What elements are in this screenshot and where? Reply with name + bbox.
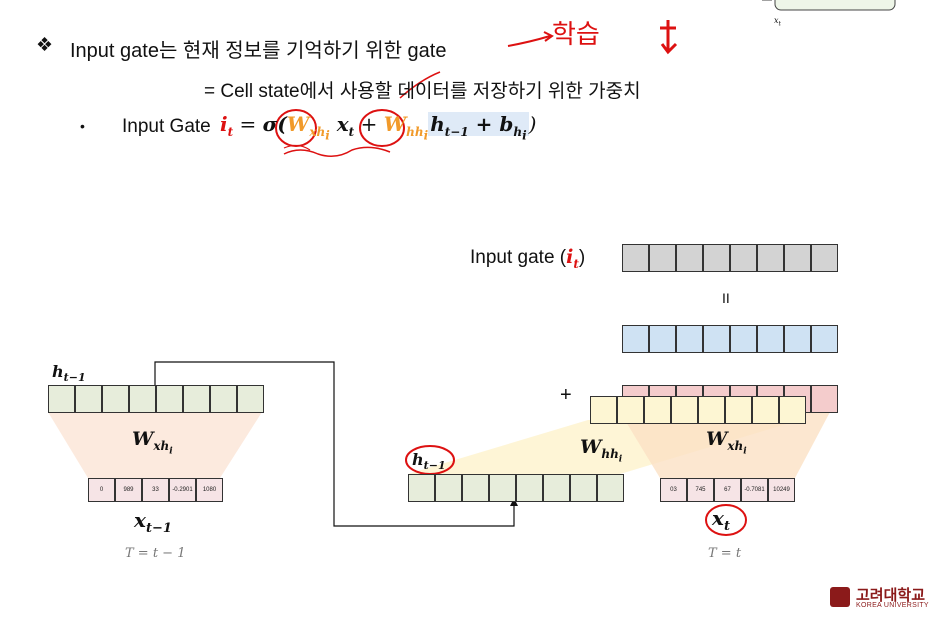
university-sub: KOREA UNIVERSITY [856,602,929,609]
vector-cell [75,385,102,413]
dot-bullet: • [80,118,85,134]
equals-sign: II [722,290,730,306]
vector-cell [617,396,644,424]
university-logo-icon [830,587,850,607]
x-cur-label: xt [712,506,730,534]
x-prev-cell: 0 [88,478,115,502]
time-cur-caption: T = t [708,546,742,561]
x-cur-cell: 10249 [768,478,795,502]
h-mid-vector [408,474,624,502]
vector-cell [730,244,757,272]
vector-cell [698,396,725,424]
vector-cell [649,325,676,353]
vector-cell [622,244,649,272]
x-cur-cell: 03 [660,478,687,502]
input-gate-vector [622,244,838,272]
h-prev-label: ht−1 [52,362,86,385]
vector-cell [590,396,617,424]
vector-cell [649,244,676,272]
w-hh-label: Whhi [580,436,623,465]
diamond-bullet: ❖ [36,35,54,56]
heading-text: Input gate는 현재 정보를 기억하기 위한 gate [70,40,447,62]
top-fragment-label: xt [774,16,781,28]
vector-cell [183,385,210,413]
vector-cell [725,396,752,424]
x-cur-cell: -0.7081 [741,478,768,502]
vector-cell [210,385,237,413]
vector-cell [752,396,779,424]
vector-cell [435,474,462,502]
vector-cell [676,244,703,272]
vector-cell [597,474,624,502]
vector-cell [48,385,75,413]
vector-cell [811,385,838,413]
h-prev-vector [48,385,264,413]
formula-lhs: it [220,112,234,139]
vector-cell [237,385,264,413]
plus-sign: + [560,384,572,406]
vector-cell [516,474,543,502]
vector-cell [676,325,703,353]
vector-cell [408,474,435,502]
subline-text: = Cell state에서 사용할 데이터를 저장하기 위한 가중치 [204,81,641,102]
x-prev-cell: 33 [142,478,169,502]
vector-cell [779,396,806,424]
vector-cell [703,325,730,353]
formula-w-hh: Whhi [383,112,429,143]
vector-cell [811,325,838,353]
vector-cell [757,325,784,353]
sum-vector [622,325,838,353]
vector-cell [757,244,784,272]
vector-cell [156,385,183,413]
time-prev-caption: T = t − 1 [125,546,186,561]
vector-cell [489,474,516,502]
formula-w-xh: Wxhi [286,112,330,143]
vector-cell [784,325,811,353]
w-xh-left-label: Wxhi [132,428,173,457]
x-prev-label: xt−1 [134,508,172,536]
vector-cell [543,474,570,502]
vector-cell [730,325,757,353]
x-prev-vector: 0 989 33 -0.2901 1080 [88,478,223,502]
x-cur-cell: 67 [714,478,741,502]
vector-cell [784,244,811,272]
h-mid-label: ht−1 [412,450,446,473]
handwritten-annotation: 학습 [552,20,600,50]
vector-cell [570,474,597,502]
vector-cell [644,396,671,424]
x-prev-cell: -0.2901 [169,478,196,502]
w-xh-right-label: Wxhi [706,428,747,457]
vector-cell [811,244,838,272]
x-cur-cell: 745 [687,478,714,502]
vector-cell [703,244,730,272]
hh-product-vector [590,396,806,424]
vector-cell [102,385,129,413]
vector-cell [622,325,649,353]
vector-cell [671,396,698,424]
formula-label: Input Gate [122,116,211,137]
x-prev-cell: 989 [115,478,142,502]
x-prev-cell: 1080 [196,478,223,502]
vector-cell [462,474,489,502]
university-name: 고려대학교 [856,587,926,604]
input-gate-label: Input gate (it) [470,246,586,271]
formula-h-term: ht−1 + bhi [428,112,529,143]
vector-cell [129,385,156,413]
x-cur-vector: 03 745 67 -0.7081 10249 [660,478,795,502]
